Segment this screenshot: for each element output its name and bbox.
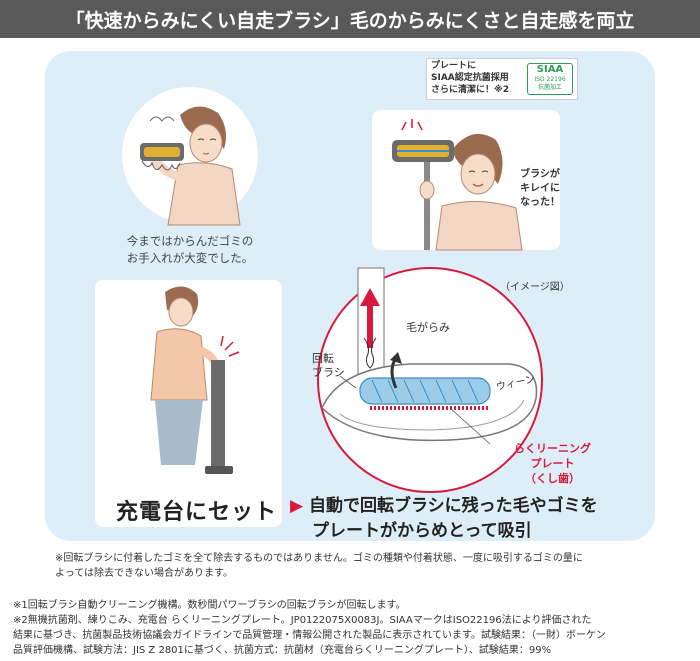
cleaning-diagram xyxy=(317,267,543,493)
hair-label: 毛がらみ xyxy=(406,321,450,334)
before-illustration xyxy=(122,87,258,226)
speech-line1: ブラシが xyxy=(520,169,560,180)
before-caption-line2: お手入れが大変でした。 xyxy=(126,251,254,265)
siaa-plate-line1: プレートに xyxy=(431,61,477,71)
footnote-2-line2: 結果に基づき、抗菌製品技術協議会ガイドラインで品質管理・情報公開された製品に表示… xyxy=(13,630,606,641)
footnote-1: ※1回転ブラシ自動クリーニング機構。数秒間パワーブラシの回転ブラシが回転します。 xyxy=(13,600,406,611)
diagram-image-note: （イメージ図） xyxy=(500,282,570,293)
plate-label-line1: らくリーニング xyxy=(514,442,591,455)
siaa-info-box: プレートに SIAA認定抗菌採用 さらに清潔に！※2 SIAA ISO 2219… xyxy=(426,58,578,100)
siaa-logo: SIAA ISO 22196 抗菌加工 xyxy=(527,63,573,95)
siaa-plate-text: プレートに SIAA認定抗菌採用 さらに清潔に！※2 xyxy=(431,60,509,96)
play-arrow-icon: ▶ xyxy=(290,496,304,516)
footnotes: ※1回転ブラシ自動クリーニング機構。数秒間パワーブラシの回転ブラシが回転します。… xyxy=(13,598,606,658)
page-title-bar: 「快速からみにくい自走ブラシ」毛のからみにくさと自走感を両立 xyxy=(0,0,700,38)
plate-label-line3: （くし歯） xyxy=(525,472,580,485)
siaa-sub: 抗菌加工 xyxy=(537,84,562,91)
footnote-2-line1: ※2無機抗菌剤、練りこみ、充電台 らくリーニングプレート。JP0122075X0… xyxy=(13,615,592,626)
footnote-2-line3: 品質評価機構、試験方法：JIS Z 2801に基づく、抗菌方式：抗菌材（充電台ら… xyxy=(13,645,552,656)
brush-label: 回転 ブラシ xyxy=(312,352,345,380)
brush-label-line1: 回転 xyxy=(312,352,334,365)
siaa-iso: ISO 22196 xyxy=(534,76,566,83)
after-illustration xyxy=(392,119,523,251)
page-title: 「快速からみにくい自走ブラシ」毛のからみにくさと自走感を両立 xyxy=(65,9,635,32)
auto-cleaning-line1: 自動で回転ブラシに残った毛やゴミを xyxy=(309,496,598,516)
speech-line3: なった！ xyxy=(520,197,560,208)
siaa-plate-line3: さらに清潔に！※2 xyxy=(431,85,510,95)
auto-cleaning-text: ▶ 自動で回転ブラシに残った毛やゴミを プレートがからめとって吸引 xyxy=(290,494,598,544)
charger-illustration xyxy=(150,286,240,474)
speech-line2: キレイに xyxy=(520,183,560,194)
plate-label-line2: プレート xyxy=(530,457,575,470)
before-caption: 今まではからんだゴミの お手入れが大変でした。 xyxy=(110,233,270,267)
auto-cleaning-line2: プレートがからめとって吸引 xyxy=(312,521,532,541)
siaa-logo-text: SIAA xyxy=(536,64,564,75)
disclaimer-line2: よっては除去できない場合があります。 xyxy=(55,568,233,579)
auto-cleaning-line1-row: ▶ 自動で回転ブラシに残った毛やゴミを xyxy=(290,494,598,519)
plate-label: らくリーニング プレート （くし歯） xyxy=(514,441,591,486)
before-caption-line1: 今まではからんだゴミの xyxy=(126,234,254,248)
speech-bubble: ブラシが キレイに なった！ xyxy=(520,168,560,210)
brush-label-line2: ブラシ xyxy=(312,366,345,379)
siaa-plate-line2: SIAA認定抗菌採用 xyxy=(431,73,509,83)
disclaimer-line1: ※回転ブラシに付着したゴミを全て除去するものではありません。ゴミの種類や付着状態… xyxy=(55,553,583,564)
disclaimer-note: ※回転ブラシに付着したゴミを全て除去するものではありません。ゴミの種類や付着状態… xyxy=(55,551,583,581)
charger-label: 充電台にセット xyxy=(116,500,278,525)
